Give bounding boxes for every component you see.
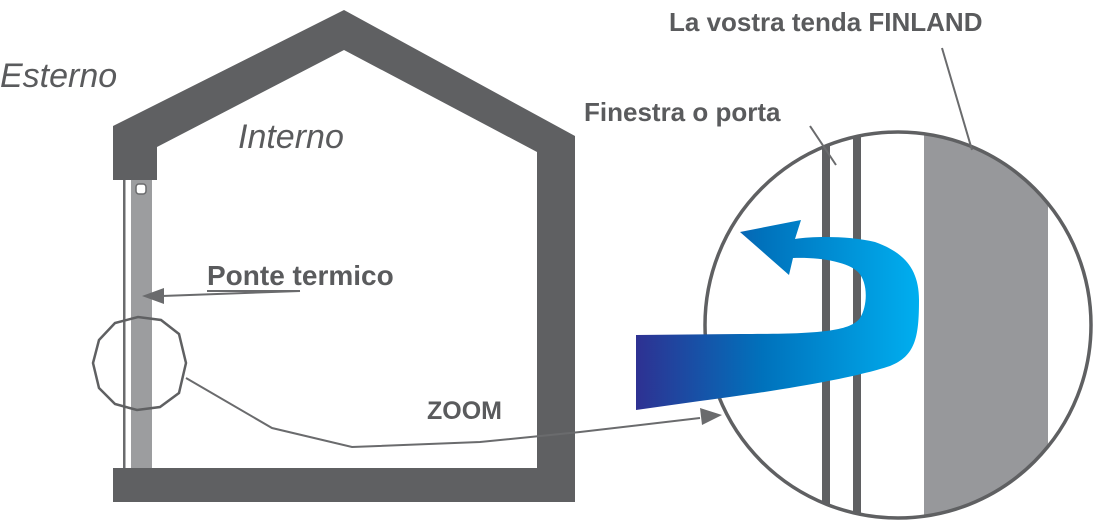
ponte-termico-arrowhead [142, 288, 164, 304]
window-pane-left [822, 132, 830, 518]
ponte-termico-label: Ponte termico [207, 260, 394, 291]
thermal-bridge-cap [135, 183, 147, 195]
zoom-label: ZOOM [427, 397, 502, 425]
zoom-connector: ZOOM [185, 377, 722, 449]
thermal-bridge-column [131, 180, 152, 468]
finestra-leader [809, 125, 837, 166]
zoom-source-circle [91, 315, 188, 412]
house [113, 10, 575, 502]
curved-arrow-icon [636, 220, 919, 410]
house-left-wall-line [123, 180, 126, 468]
interno-label: Interno [238, 118, 344, 156]
zoom-leader-line [185, 377, 701, 449]
zoom-view-outline [703, 130, 1093, 520]
ponte-termico-leader [161, 290, 301, 297]
tenda-leader [941, 47, 973, 151]
zoom-arrowhead [700, 408, 722, 425]
finestra-label: Finestra o porta [584, 97, 781, 127]
house-roof-wall [113, 10, 575, 500]
tenda-callout: La vostra tenda FINLAND [669, 7, 983, 151]
esterno-label: Esterno [0, 57, 117, 95]
tenda-label: La vostra tenda FINLAND [669, 7, 983, 37]
house-floor [113, 468, 575, 502]
finland-curtain-edge [990, 140, 1048, 505]
ponte-termico-callout: Ponte termico [142, 260, 394, 304]
finestra-callout: Finestra o porta [584, 97, 837, 166]
